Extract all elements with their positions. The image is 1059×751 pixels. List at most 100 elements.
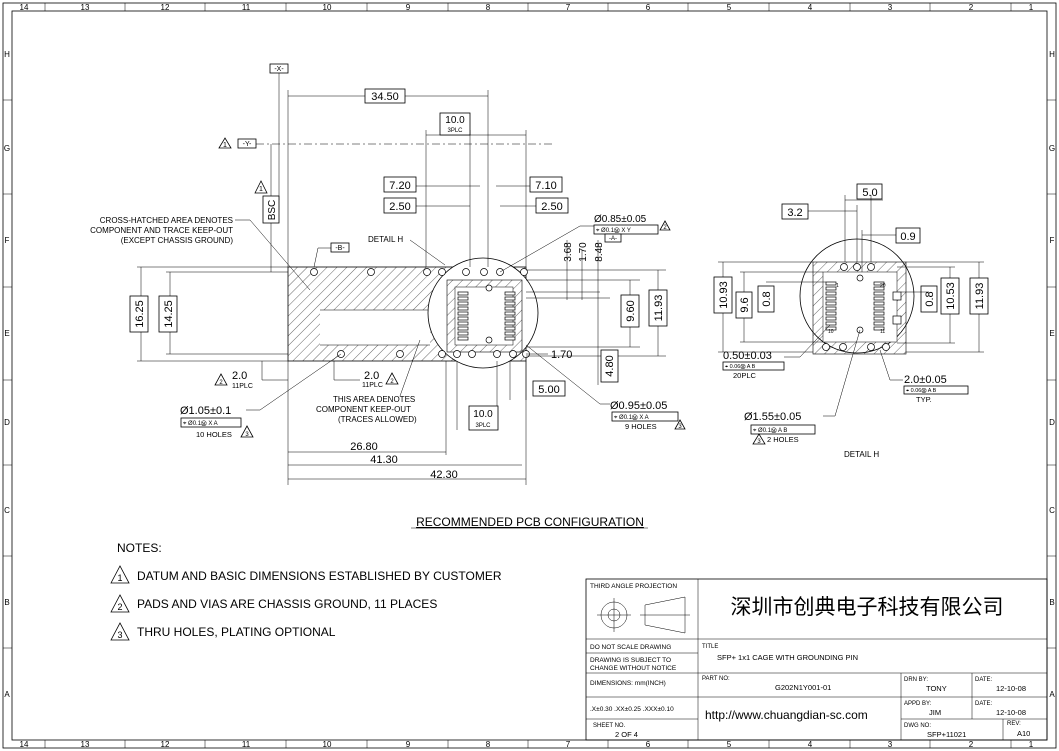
row-label: B	[4, 598, 9, 607]
col-label: 14	[20, 3, 29, 12]
col-label: 14	[20, 740, 29, 749]
dim-5-00: 5.00	[538, 384, 559, 396]
col-label: 4	[808, 3, 813, 12]
col-label: 9	[406, 3, 411, 12]
date1: 12-10-08	[996, 684, 1026, 693]
dim-3-2: 3.2	[787, 207, 802, 219]
dim-26-80: 26.80	[350, 441, 378, 453]
tolerances-label: .X±0.30 .XX±0.25 .XXX±0.10	[590, 706, 674, 713]
detail-h-view: 20 11 1 10 5.0 3.2 0.9 10.93 9.6 0.8	[713, 183, 989, 459]
drn-by-label: DRN BY:	[904, 677, 928, 683]
col-label: 10	[323, 3, 332, 12]
drn-by: TONY	[926, 684, 947, 693]
fcf-050: ⌖ 0.06Ⓜ A B	[725, 364, 756, 370]
row-label: E	[1049, 329, 1054, 338]
dim-3-68: 3.68	[563, 242, 574, 262]
note-3-text: THRU HOLES, PLATING OPTIONAL	[137, 625, 336, 639]
typ-label: TYP.	[916, 395, 932, 404]
col-label: 2	[969, 3, 974, 12]
do-not-scale: DO NOT SCALE DRAWING	[590, 644, 671, 651]
component-keepout-area	[320, 310, 430, 345]
col-label: 1	[1029, 740, 1034, 749]
dim-11plc-a: 11PLC	[232, 383, 253, 390]
dwg-no: SFP+11021	[927, 730, 966, 739]
row-label: G	[1049, 144, 1055, 153]
col-label: 8	[486, 3, 491, 12]
dim-10-53: 10.53	[945, 282, 957, 310]
dim-0-8-right: 0.8	[924, 291, 936, 306]
datum-b: -B-	[335, 245, 345, 252]
row-label: F	[5, 236, 10, 245]
fcf-095: ⌖ Ø0.1Ⓜ X A	[614, 414, 649, 421]
sheet-no-label: SHEET NO.	[593, 723, 626, 729]
dim-34-50: 34.50	[371, 91, 399, 103]
flag-1-y: 1	[223, 142, 227, 149]
row-label: H	[4, 50, 10, 59]
hole-095-label: Ø0.95±0.05	[610, 400, 667, 412]
col-label: 12	[161, 740, 170, 749]
row-label: D	[1049, 418, 1055, 427]
dim-7-10: 7.10	[535, 180, 556, 192]
dim-16-25: 16.25	[134, 300, 146, 328]
company-url: http://www.chuangdian-sc.com	[705, 708, 868, 722]
dim-2-0-a: 2.0	[232, 370, 247, 382]
col-label: 1	[1029, 3, 1034, 12]
flag-1-bsc: 1	[259, 186, 263, 193]
pad-200-label: 2.0±0.05	[904, 374, 947, 386]
col-label: 12	[161, 3, 170, 12]
col-label: 7	[566, 3, 571, 12]
pad-050-label: 0.50±0.03	[723, 350, 772, 362]
detail-h-callout: DETAIL H	[368, 235, 403, 244]
plc-20: 20PLC	[733, 371, 757, 380]
row-label: H	[1049, 50, 1055, 59]
view-caption: RECOMMENDED PCB CONFIGURATION	[416, 515, 644, 529]
dimensions-label: DIMENSIONS: mm(INCH)	[590, 680, 666, 687]
dim-8-48: 8.48	[594, 242, 605, 262]
dim-2-50-left: 2.50	[389, 201, 410, 213]
bsc-label: BSC	[267, 200, 278, 221]
dim-9-60: 9.60	[625, 300, 637, 321]
col-label: 3	[888, 3, 893, 12]
date2: 12-10-08	[996, 708, 1026, 717]
col-label: 5	[727, 740, 732, 749]
dim-4-80: 4.80	[604, 355, 616, 376]
note-area-3: (TRACES ALLOWED)	[338, 415, 417, 424]
note-hatched-3: (EXCEPT CHASSIS GROUND)	[121, 236, 234, 245]
dim-11plc-b: 11PLC	[362, 382, 383, 389]
note-1-num: 1	[117, 573, 122, 583]
row-label: A	[4, 690, 10, 699]
drawing-title: SFP+ 1x1 CAGE WITH GROUNDING PIN	[717, 653, 858, 662]
col-label: 7	[566, 740, 571, 749]
date1-label: DATE:	[975, 677, 993, 683]
part-no: G202N1Y001-01	[775, 683, 831, 692]
dim-9-6: 9.6	[739, 297, 751, 312]
notes-heading: NOTES:	[117, 541, 162, 555]
note-area-1: THIS AREA DENOTES	[333, 395, 415, 404]
col-label: 4	[808, 740, 813, 749]
note-2-num: 2	[117, 602, 122, 612]
dim-42-30: 42.30	[430, 469, 458, 481]
col-label: 11	[242, 3, 251, 12]
flag-2-085: 2	[663, 225, 667, 231]
row-label: A	[1049, 690, 1055, 699]
main-pcb-view: -X- 1 -Y- 1 BSC -B- 34.50 10.0 3PLC	[90, 63, 686, 529]
dim-10-0-top: 10.0	[445, 115, 465, 126]
projection-symbol-icon	[597, 596, 690, 634]
dim-11-93-detail: 11.93	[974, 283, 986, 310]
dim-5-0: 5.0	[862, 187, 877, 199]
datum-x: -X-	[274, 66, 284, 73]
dim-7-20: 7.20	[389, 180, 410, 192]
rev-label: REV:	[1007, 721, 1021, 727]
dim-3plc-top: 3PLC	[447, 128, 463, 134]
flag-2-a: 2	[219, 380, 223, 386]
note-area-2: COMPONENT KEEP-OUT	[316, 405, 411, 414]
dim-11-93-main: 11.93	[653, 295, 665, 322]
fcf-085: ⌖ Ø0.1Ⓜ X Y	[596, 227, 631, 234]
dim-1-70-v: 1.70	[578, 242, 589, 262]
holes-2: 2 HOLES	[767, 435, 799, 444]
flag-3-105: 3	[245, 432, 249, 438]
dim-10-0-bot: 10.0	[473, 409, 493, 420]
pin-10: 10	[828, 329, 834, 335]
note-3-num: 3	[117, 630, 122, 640]
